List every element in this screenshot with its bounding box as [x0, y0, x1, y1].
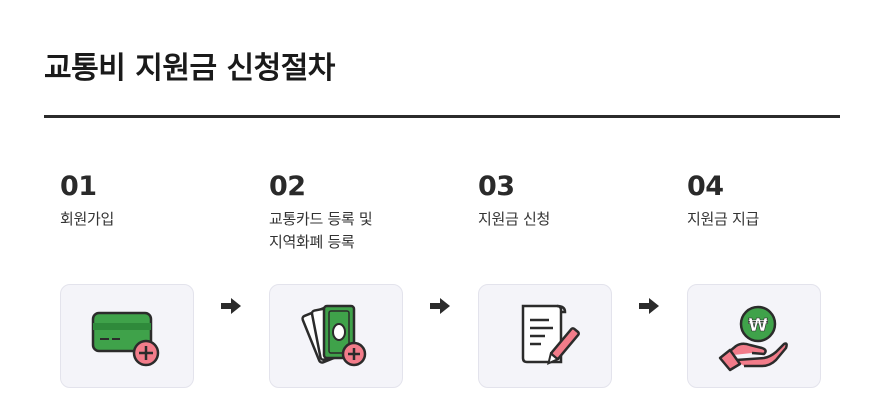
step-label: 교통카드 등록 및 지역화폐 등록 [269, 210, 373, 251]
step-2: 02 교통카드 등록 및 지역화폐 등록 [269, 170, 459, 254]
step-label: 지원금 신청 [478, 210, 550, 228]
step-number: 01 [60, 171, 97, 202]
step-1-icon-box [60, 284, 194, 388]
arrow-right-icon [430, 298, 450, 314]
step-label: 회원가입 [60, 210, 115, 228]
step-number: 03 [478, 171, 515, 202]
step-number: 02 [269, 171, 306, 202]
credit-card-add-icon [91, 311, 160, 367]
document-pen-icon [521, 304, 580, 366]
step-1: 01 회원가입 [60, 170, 250, 231]
step-2-icon-box [269, 284, 403, 388]
step-number: 04 [687, 171, 724, 202]
title-divider [44, 115, 840, 118]
page-title: 교통비 지원금 신청절차 [44, 51, 335, 86]
step-4: 04 지원금 지급 [687, 170, 877, 231]
hand-won-coin-icon: ₩ [718, 305, 788, 372]
banknotes-add-icon [301, 304, 367, 367]
step-4-icon-box: ₩ [687, 284, 821, 388]
won-symbol: ₩ [748, 315, 768, 336]
arrow-right-icon [639, 298, 659, 314]
arrow-right-icon [221, 298, 241, 314]
step-label: 지원금 지급 [687, 210, 759, 228]
step-3-icon-box [478, 284, 612, 388]
step-3: 03 지원금 신청 [478, 170, 668, 231]
